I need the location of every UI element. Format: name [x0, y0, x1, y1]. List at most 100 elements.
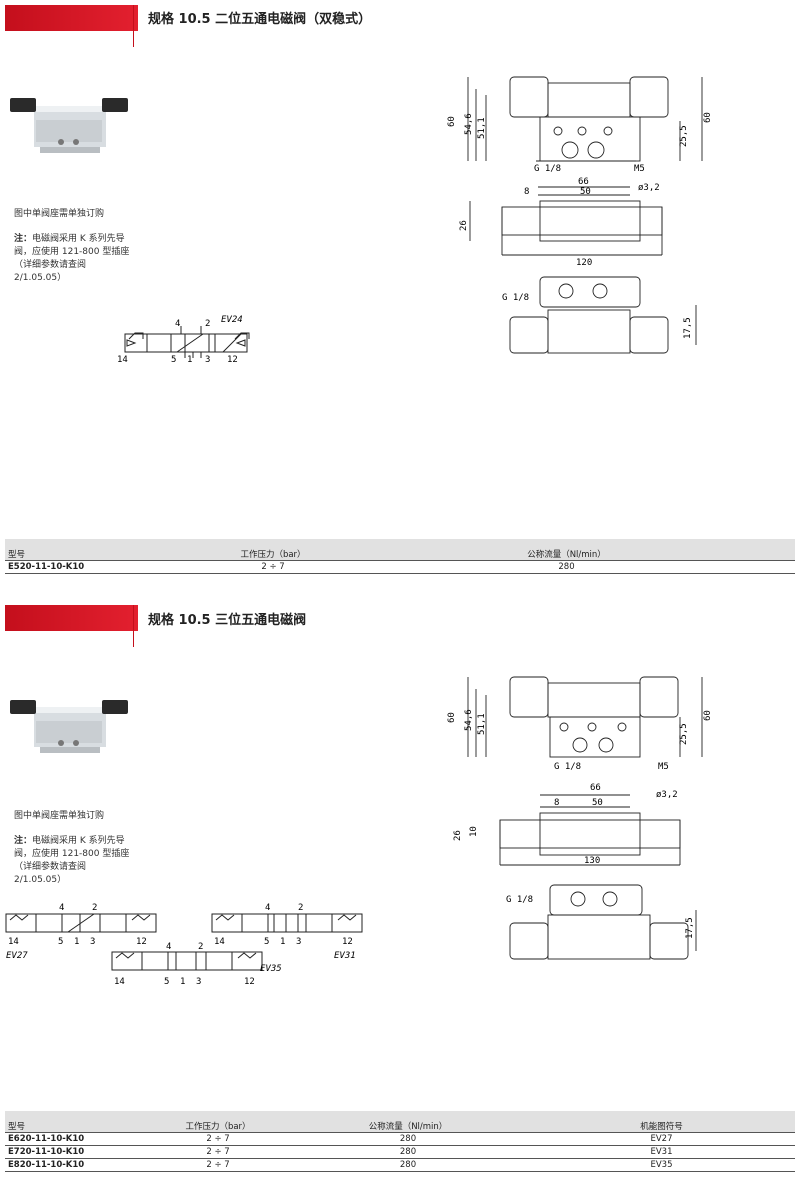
section-1-red-line: [133, 5, 134, 47]
dim-26: 26: [453, 830, 463, 841]
port-3: 3: [196, 977, 201, 987]
col-model: 型号: [5, 1119, 148, 1133]
col-flow: 公称流量（Nl/min）: [338, 547, 795, 561]
dim-255: 25,5: [679, 125, 689, 147]
port-5: 5: [58, 937, 63, 947]
valve-photo-2: [10, 700, 128, 753]
cell-symbol: EV35: [528, 1158, 795, 1172]
port-3: 3: [296, 937, 301, 947]
dim-66: 66: [578, 177, 589, 187]
label-g18-bottom: G 1/8: [502, 293, 529, 303]
cell-pressure: 2 ÷ 7: [148, 1158, 288, 1172]
port-5: 5: [171, 355, 176, 364]
dim-phi: ø3,2: [638, 183, 660, 193]
label-m5: M5: [634, 164, 645, 174]
cell-model: E520-11-10-K10: [5, 560, 208, 574]
port-1: 1: [74, 937, 79, 947]
port-4: 4: [265, 903, 270, 913]
symbol-ev24: 4 2 EV24 14 5 1 3 12: [117, 315, 250, 364]
dim-8: 8: [554, 798, 559, 808]
table-row: E820-11-10-K10 2 ÷ 7 280 EV35: [5, 1158, 795, 1172]
port-12: 12: [227, 355, 238, 364]
drawing-2: 60 54,6 51,1 25,5 60 G 1/8 M5 66 8 50 ø3…: [447, 676, 713, 960]
symbol-code: EV31: [334, 951, 356, 961]
col-pressure: 工作压力（bar）: [208, 547, 338, 561]
label-g18-bottom: G 1/8: [506, 895, 533, 905]
port-3: 3: [205, 355, 210, 364]
note-label: 注：: [14, 836, 33, 846]
col-pressure: 工作压力（bar）: [148, 1119, 288, 1133]
note-label: 注：: [14, 234, 33, 244]
dim-50: 50: [592, 798, 603, 808]
port-2: 2: [205, 319, 210, 329]
section-2-order-note: 图中单阀座需单独订购: [14, 811, 105, 821]
valve-photo-1: [10, 98, 128, 153]
port-14: 14: [114, 977, 125, 987]
port-4: 4: [59, 903, 64, 913]
drawing-1: 60 54,6 51,1 25,5 60 G 1/8 M5 66 8 50 ø3…: [447, 76, 713, 354]
dim-546: 54,6: [464, 113, 474, 135]
cell-pressure: 2 ÷ 7: [148, 1132, 288, 1146]
symbol-ev31: 4 2 14 5 1 3 12 EV31: [211, 903, 363, 961]
section-1-title: 规格 10.5 二位五通电磁阀（双稳式）: [148, 12, 372, 27]
section-1-note: 注：电磁阀采用 K 系列先导阀，应使用 121-800 型插座（详细参数请查阅 …: [14, 233, 134, 285]
cell-pressure: 2 ÷ 7: [208, 560, 338, 574]
dim-511: 51,1: [477, 713, 487, 735]
dim-66: 66: [590, 783, 601, 793]
dim-130: 130: [584, 856, 600, 866]
dim-8: 8: [524, 187, 529, 197]
dim-60-left: 60: [447, 116, 457, 127]
section-2-red-bar: [5, 605, 138, 631]
dim-60-left: 60: [447, 712, 457, 723]
section-2-red-line: [133, 605, 134, 647]
cell-flow: 280: [338, 560, 795, 574]
dim-60-right: 60: [703, 112, 713, 123]
port-4: 4: [175, 319, 180, 329]
port-14: 14: [214, 937, 225, 947]
dim-175: 17,5: [685, 917, 695, 939]
spec-table-1: 型号 工作压力（bar） 公称流量（Nl/min） E520-11-10-K10…: [5, 539, 795, 574]
port-3: 3: [90, 937, 95, 947]
cell-model: E620-11-10-K10: [5, 1132, 148, 1146]
port-2: 2: [298, 903, 303, 913]
label-g18-front: G 1/8: [554, 762, 581, 772]
port-1: 1: [180, 977, 185, 987]
label-g18-front: G 1/8: [534, 164, 561, 174]
section-2-title: 规格 10.5 三位五通电磁阀: [148, 613, 307, 628]
dim-175: 17,5: [683, 317, 693, 339]
table-row: E520-11-10-K10 2 ÷ 7 280: [5, 560, 795, 574]
dim-511: 51,1: [477, 117, 487, 139]
cell-model: E720-11-10-K10: [5, 1145, 148, 1159]
port-5: 5: [164, 977, 169, 987]
section-1-red-bar: [5, 5, 138, 31]
port-2: 2: [198, 942, 203, 952]
dim-10: 10: [469, 826, 479, 837]
port-12: 12: [342, 937, 353, 947]
cell-flow: 280: [288, 1132, 528, 1146]
dim-phi: ø3,2: [656, 790, 678, 800]
spec-table-2: 型号 工作压力（bar） 公称流量（Nl/min） 机能图符号 E620-11-…: [5, 1111, 795, 1172]
dim-26: 26: [459, 220, 469, 231]
dim-120: 120: [576, 258, 592, 268]
dim-255: 25,5: [679, 723, 689, 745]
port-4: 4: [166, 942, 171, 952]
symbol-code: EV27: [6, 951, 28, 961]
label-m5: M5: [658, 762, 669, 772]
col-model: 型号: [5, 547, 208, 561]
symbol-ev27: 4 2 14 5 1 3 12 EV27: [5, 903, 157, 961]
cell-flow: 280: [288, 1145, 528, 1159]
cell-symbol: EV27: [528, 1132, 795, 1146]
symbol-code: EV35: [260, 964, 282, 974]
col-flow: 公称流量（Nl/min）: [288, 1119, 528, 1133]
section-2-note: 注：电磁阀采用 K 系列先导阀，应使用 121-800 型插座（详细参数请查阅 …: [14, 835, 134, 887]
symbol-code: EV24: [221, 315, 243, 325]
cell-model: E820-11-10-K10: [5, 1158, 148, 1172]
port-2: 2: [92, 903, 97, 913]
table-row: E720-11-10-K10 2 ÷ 7 280 EV31: [5, 1145, 795, 1159]
symbol-ev35: 4 2 EV35 14 5 1 3 12: [111, 942, 282, 987]
section-1-order-note: 图中单阀座需单独订购: [14, 209, 105, 219]
cell-symbol: EV31: [528, 1145, 795, 1159]
port-1: 1: [280, 937, 285, 947]
dim-60-right: 60: [703, 710, 713, 721]
port-12: 12: [136, 937, 147, 947]
